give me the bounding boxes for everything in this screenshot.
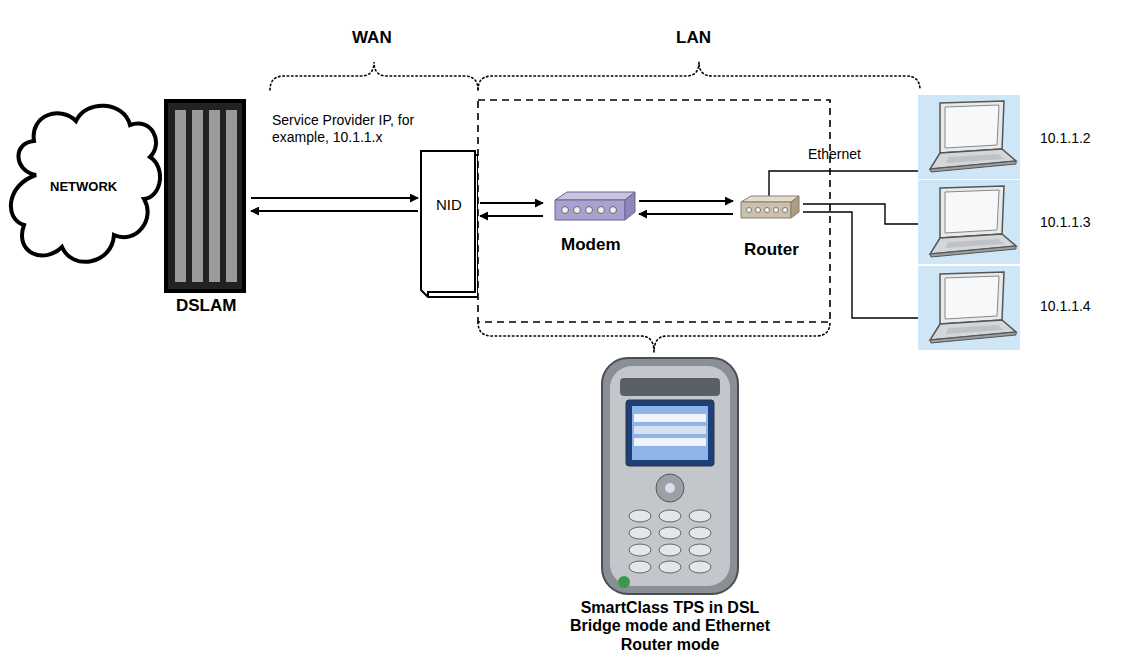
network-cloud: NETWORK (6, 95, 162, 280)
wan-bracket (270, 62, 478, 90)
node-label: NID (436, 196, 462, 213)
ethernet-cable (769, 171, 918, 196)
link-arrow (251, 197, 418, 199)
cable-label: Ethernet (808, 146, 861, 163)
link-arrow (251, 210, 418, 212)
router-device: Router (735, 190, 807, 262)
region-label: WAN (352, 28, 392, 48)
node-label: NETWORK (50, 180, 117, 195)
node-label: Modem (561, 235, 621, 255)
region-label: LAN (676, 28, 711, 48)
lan-bracket (478, 62, 920, 90)
node-label: 10.1.1.2 (1040, 130, 1091, 146)
dslam-rack: DSLAM (163, 98, 249, 316)
nid-box: NID (420, 150, 478, 298)
laptop-computer: 10.1.1.4 (918, 266, 1110, 353)
tester-bracket (478, 322, 830, 352)
dslam-rack-shape (163, 98, 249, 316)
note-text: Service Provider IP, for example, 10.1.1… (272, 112, 422, 146)
link-arrow (480, 202, 543, 204)
ethernet-cable (803, 212, 918, 318)
node-label: DSLAM (176, 296, 236, 316)
lan-dashed-region (478, 100, 830, 322)
node-label: 10.1.1.3 (1040, 214, 1091, 230)
node-label: 10.1.1.4 (1040, 298, 1091, 314)
tester-device: SmartClass TPS in DSL Bridge mode and Et… (540, 356, 800, 657)
link-arrow (480, 215, 543, 217)
nid-box-shape (420, 150, 478, 298)
laptop-computer: 10.1.1.3 (918, 180, 1110, 267)
link-arrow (639, 200, 733, 202)
laptop-computer: 10.1.1.2 (918, 95, 1110, 181)
ethernet-cable (803, 204, 918, 224)
link-arrow (639, 213, 733, 215)
modem-device: Modem (545, 188, 637, 260)
node-label: SmartClass TPS in DSL Bridge mode and Et… (565, 599, 775, 654)
node-label: Router (744, 240, 799, 260)
